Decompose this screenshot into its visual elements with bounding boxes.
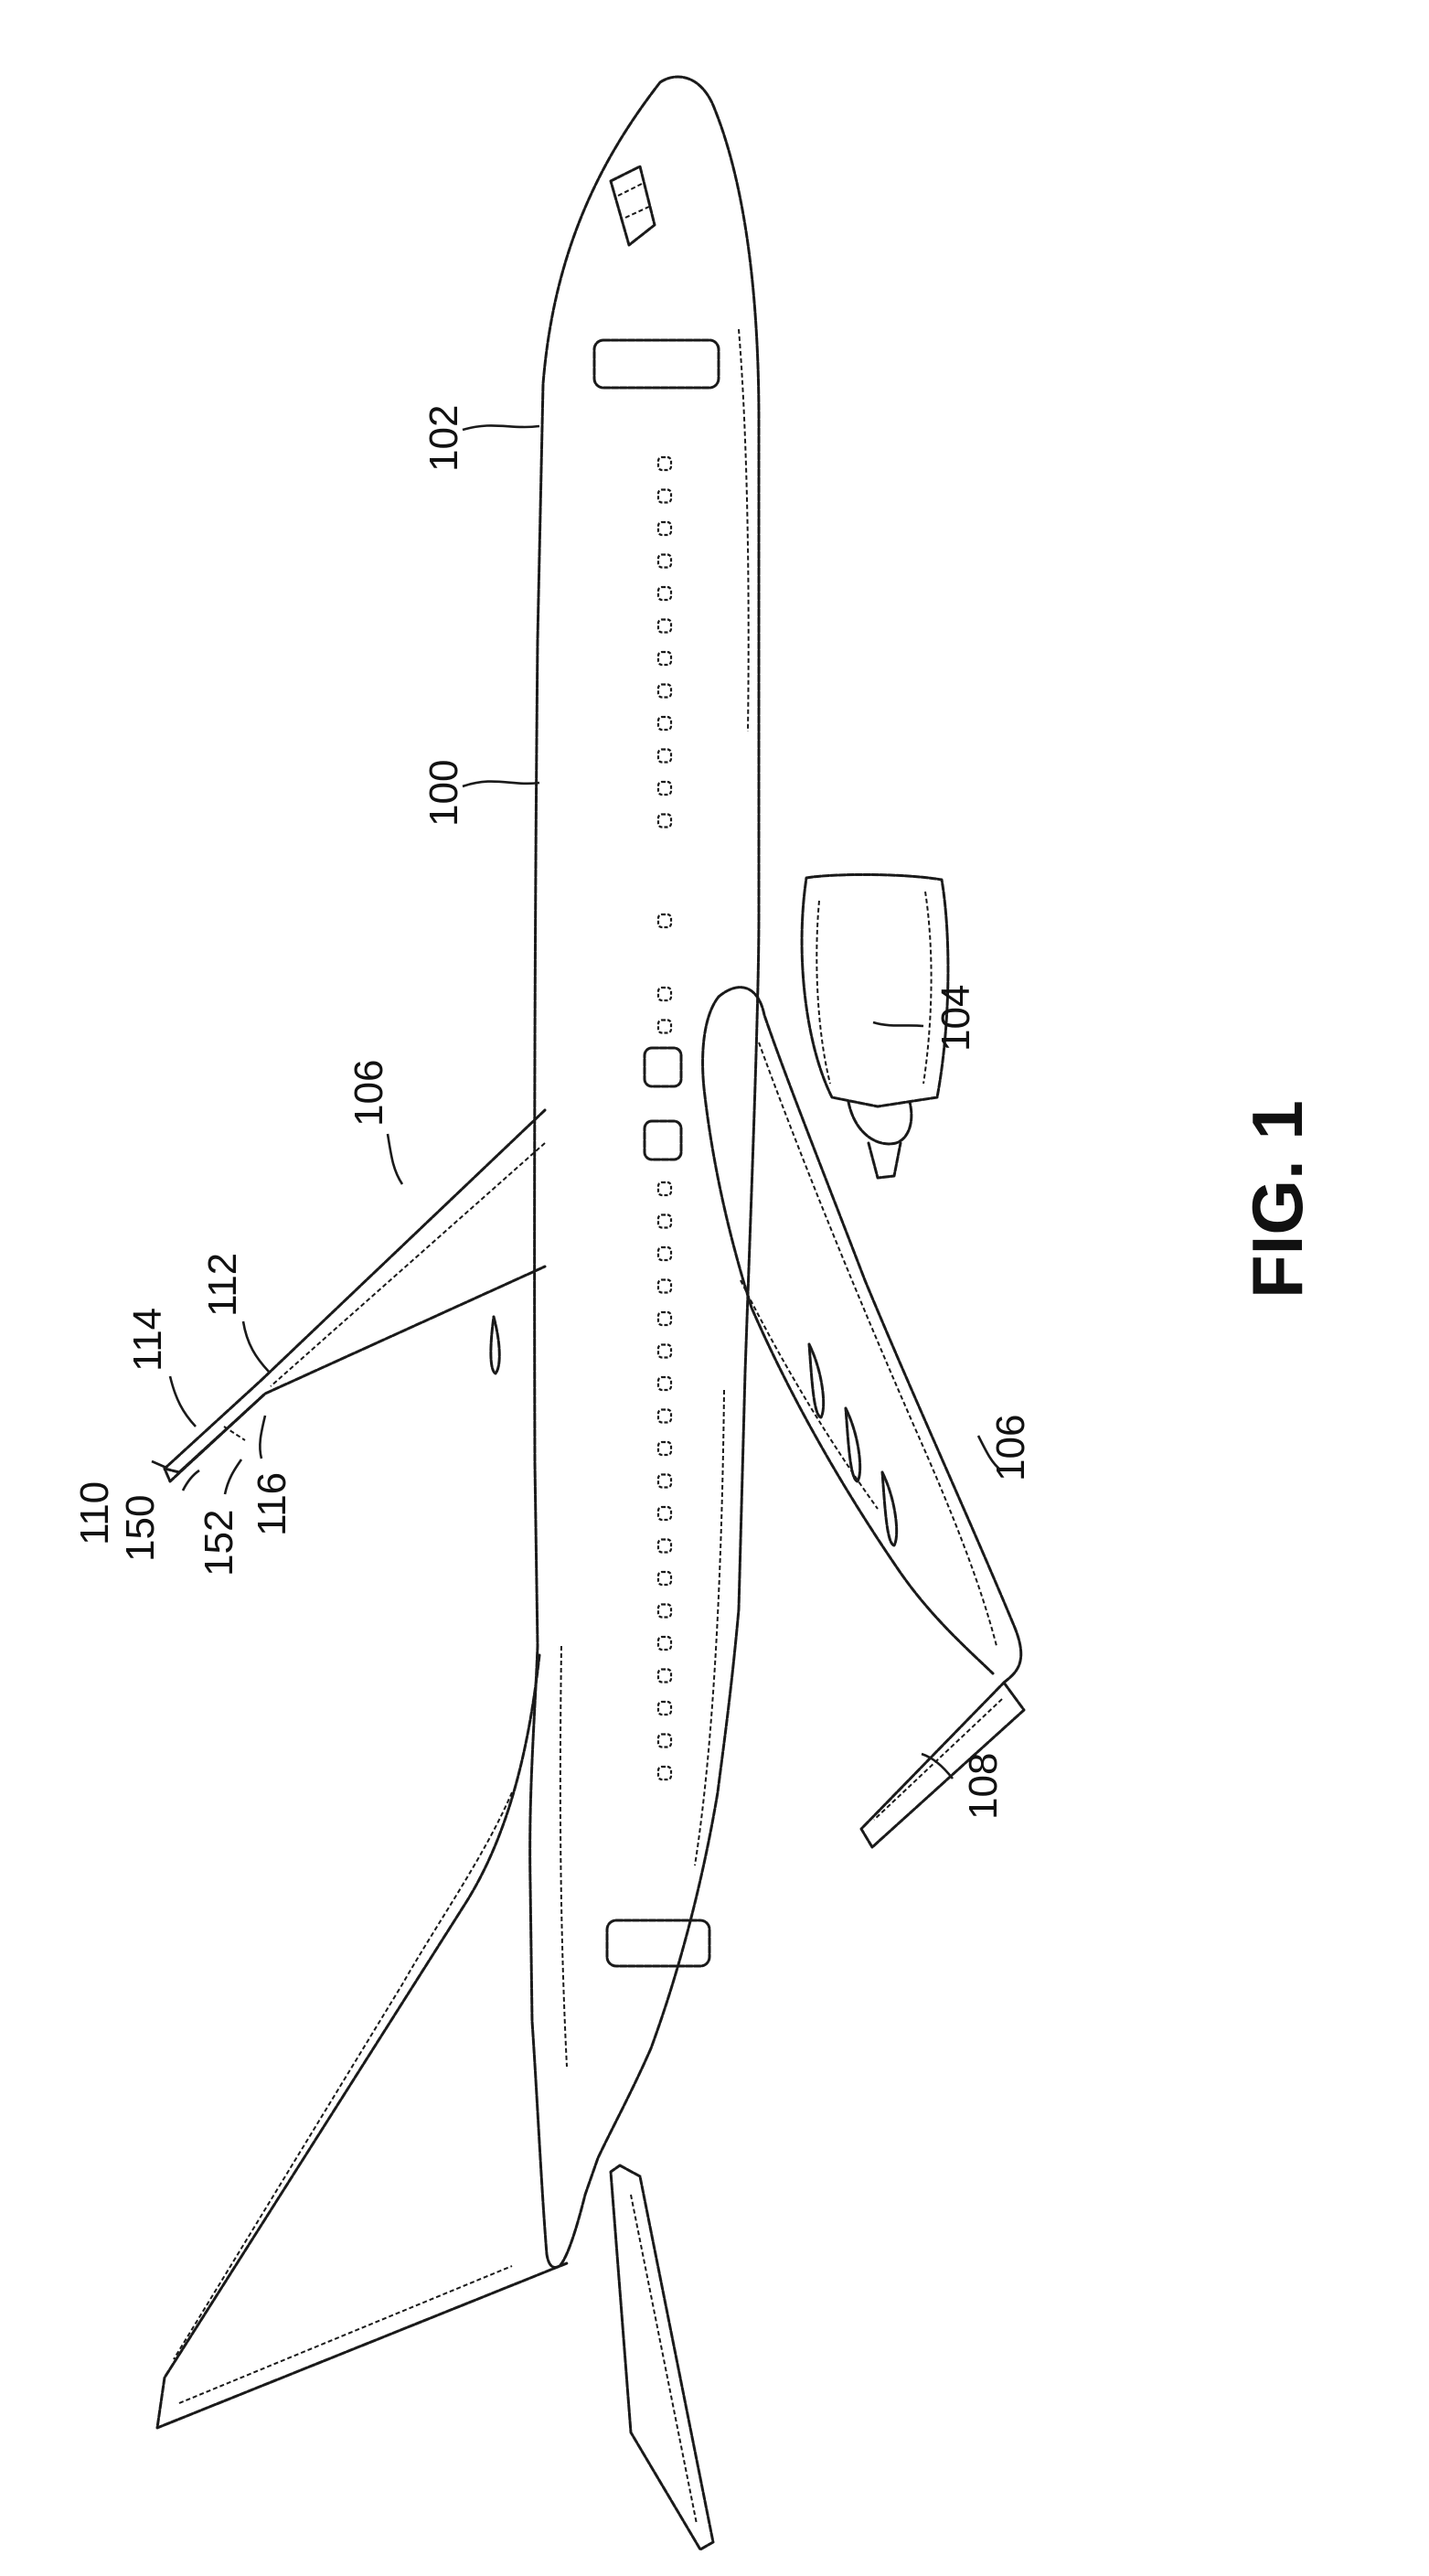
door-rear bbox=[607, 1920, 709, 1966]
passenger-window bbox=[658, 587, 671, 600]
passenger-window bbox=[658, 490, 671, 503]
passenger-window bbox=[658, 1475, 671, 1488]
passenger-window bbox=[658, 1345, 671, 1358]
passenger-window bbox=[658, 1637, 671, 1650]
ref-102-fuselage: 102 bbox=[421, 405, 466, 472]
passenger-window bbox=[658, 782, 671, 795]
ref-114: 114 bbox=[125, 1308, 170, 1372]
passenger-window bbox=[658, 620, 671, 633]
vertical-stabilizer bbox=[157, 1655, 567, 2428]
engine-nacelle bbox=[802, 874, 948, 1178]
ref-106-near-wing: 106 bbox=[988, 1415, 1033, 1481]
passenger-window bbox=[658, 555, 671, 568]
near-wing bbox=[703, 988, 1024, 1847]
passenger-window bbox=[658, 1021, 671, 1033]
ref-116: 116 bbox=[250, 1472, 294, 1536]
reference-numerals: 102 100 104 106 106 108 112 114 110 150 … bbox=[72, 405, 1033, 1820]
passenger-window bbox=[658, 1312, 671, 1325]
passenger-window bbox=[658, 522, 671, 535]
passenger-window bbox=[658, 914, 671, 927]
passenger-window bbox=[658, 1605, 671, 1618]
passenger-window bbox=[658, 1507, 671, 1520]
passenger-window bbox=[658, 1377, 671, 1390]
passenger-window bbox=[658, 1702, 671, 1715]
ref-100-aircraft: 100 bbox=[421, 760, 466, 827]
flap-fairings bbox=[809, 1344, 897, 1545]
passenger-window bbox=[658, 717, 671, 730]
passenger-window bbox=[658, 1735, 671, 1748]
ref-152: 152 bbox=[197, 1510, 241, 1577]
passenger-window bbox=[658, 1247, 671, 1260]
passenger-window bbox=[658, 815, 671, 828]
passenger-window bbox=[658, 1670, 671, 1683]
figure-caption: FIG. 1 bbox=[1237, 1100, 1317, 1299]
passenger-window bbox=[658, 1215, 671, 1228]
passenger-window bbox=[658, 1280, 671, 1293]
ref-108-winglet: 108 bbox=[961, 1753, 1006, 1820]
passenger-window bbox=[658, 988, 671, 1000]
ref-110: 110 bbox=[72, 1481, 117, 1545]
passenger-windows bbox=[658, 457, 671, 1780]
ref-104-engine: 104 bbox=[933, 985, 978, 1052]
ref-112: 112 bbox=[200, 1253, 245, 1317]
cockpit-windows bbox=[611, 166, 655, 245]
passenger-window bbox=[658, 1410, 671, 1423]
passenger-window bbox=[658, 1540, 671, 1553]
passenger-window bbox=[658, 457, 671, 470]
fuselage bbox=[530, 77, 759, 2267]
overwing-exits bbox=[645, 1048, 681, 1160]
ref-106-far-wing: 106 bbox=[347, 1060, 391, 1127]
passenger-window bbox=[658, 1182, 671, 1195]
passenger-window bbox=[658, 652, 671, 665]
passenger-window bbox=[658, 750, 671, 763]
passenger-window bbox=[658, 685, 671, 698]
door-front bbox=[594, 340, 719, 388]
ref-150: 150 bbox=[118, 1495, 163, 1562]
leader-lines bbox=[152, 425, 1001, 1779]
passenger-window bbox=[658, 1767, 671, 1780]
passenger-window bbox=[658, 1442, 671, 1455]
passenger-window bbox=[658, 1572, 671, 1585]
horizontal-stabilizer bbox=[611, 2165, 713, 2549]
